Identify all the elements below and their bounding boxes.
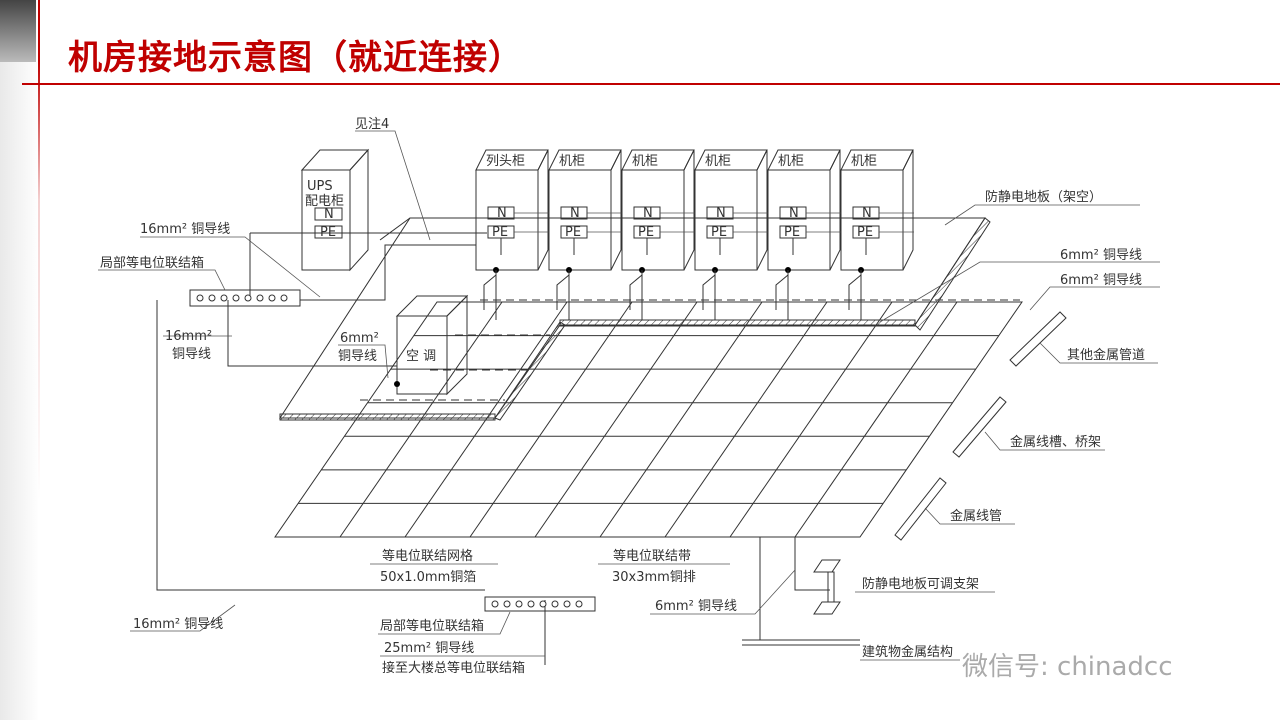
pe-terminal: PE [784, 225, 800, 240]
label-wire25: 25mm² 铜导线 [384, 641, 474, 656]
cabinet-label: 机柜 [559, 154, 585, 169]
label-wire16-mid: 16mm² [165, 329, 212, 344]
pe-terminal: PE [711, 225, 727, 240]
label-conduit: 金属线管 [950, 508, 1002, 524]
label-to-main-box: 接至大楼总等电位联结箱 [382, 660, 525, 676]
cabinet: 列头柜 N PE [475, 149, 549, 320]
label-wire16-top: 16mm² 铜导线 [140, 222, 230, 237]
n-terminal: N [789, 206, 799, 221]
label-local-box-bottom: 局部等电位联结箱 [380, 618, 484, 634]
label-wire6-a: 6mm² 铜导线 [1060, 248, 1142, 263]
label-trunking: 金属线槽、桥架 [1010, 434, 1101, 450]
cabinet-label: 机柜 [778, 154, 804, 169]
label-wire6-ac-2: 铜导线 [338, 349, 377, 364]
local-bonding-box-top [189, 289, 301, 307]
cabinet: 机柜 N PE [840, 149, 914, 320]
label-wire6-b: 6mm² 铜导线 [1060, 273, 1142, 288]
label-raised-floor: 防静电地板（架空） [985, 189, 1102, 205]
label-floor-support: 防静电地板可调支架 [862, 576, 979, 592]
n-terminal: N [643, 206, 653, 221]
label-see-note: 见注4 [355, 117, 389, 132]
cabinet-label: 机柜 [705, 154, 731, 169]
side-red-line [38, 0, 40, 720]
diagram-labels: 见注4 16mm² 铜导线 局部等电位联结箱 16mm² 铜导线 6mm² 铜导… [100, 117, 1145, 676]
wiring [156, 217, 1067, 665]
local-bonding-box-bottom [484, 596, 596, 612]
cabinet-label: 列头柜 [486, 154, 525, 169]
n-terminal: N [570, 206, 580, 221]
cabinet: 机柜 N PE [621, 149, 695, 320]
ac-label: 空 调 [406, 349, 436, 364]
label-grid-spec: 50x1.0mm铜箔 [380, 569, 476, 585]
raised-floor [279, 217, 1020, 421]
n-terminal: N [716, 206, 726, 221]
label-building-metal: 建筑物金属结构 [862, 644, 953, 660]
label-other-pipes: 其他金属管道 [1067, 347, 1145, 363]
title-underline [22, 83, 1280, 85]
ups-label: UPS [307, 179, 333, 194]
cabinet-label: 机柜 [632, 154, 658, 169]
ac-unit: 空 调 [394, 294, 469, 396]
n-terminal: N [497, 206, 507, 221]
label-local-box-top: 局部等电位联结箱 [100, 255, 204, 271]
ups-label-2: 配电柜 [305, 194, 344, 209]
n-terminal: N [862, 206, 872, 221]
cabinet: 机柜 N PE [548, 149, 622, 320]
side-decoration [0, 0, 40, 720]
label-wire6-ac: 6mm² [340, 331, 379, 346]
watermark: 微信号: chinadcc [962, 652, 1173, 682]
label-wire6-c: 6mm² 铜导线 [655, 599, 737, 614]
cabinet: 机柜 N PE [767, 149, 841, 320]
label-wire16-bottom: 16mm² 铜导线 [133, 617, 223, 632]
ups-cabinet: UPS 配电柜 N PE [300, 148, 370, 272]
pe-terminal: PE [492, 225, 508, 240]
corner-decoration [0, 0, 36, 62]
pe-terminal: PE [565, 225, 581, 240]
cabinet-label: 机柜 [851, 154, 877, 169]
label-strip: 等电位联结带 [613, 548, 691, 564]
n-terminal: N [324, 207, 334, 222]
label-grid: 等电位联结网格 [382, 548, 473, 564]
label-strip-spec: 30x3mm铜排 [612, 570, 696, 585]
cabinet: 机柜 N PE [694, 149, 768, 320]
leader-lines [98, 130, 1160, 661]
slide-title: 机房接地示意图（就近连接） [68, 38, 523, 78]
label-wire16-mid-2: 铜导线 [172, 347, 211, 362]
cabinet-row: 列头柜 N PE 机柜 N PE 机柜 N PE 机柜 N PE 机柜 N PE 机柜 N PE [475, 149, 914, 320]
pe-terminal: PE [638, 225, 654, 240]
pe-terminal: PE [857, 225, 873, 240]
equipotential-grid [274, 301, 1023, 538]
